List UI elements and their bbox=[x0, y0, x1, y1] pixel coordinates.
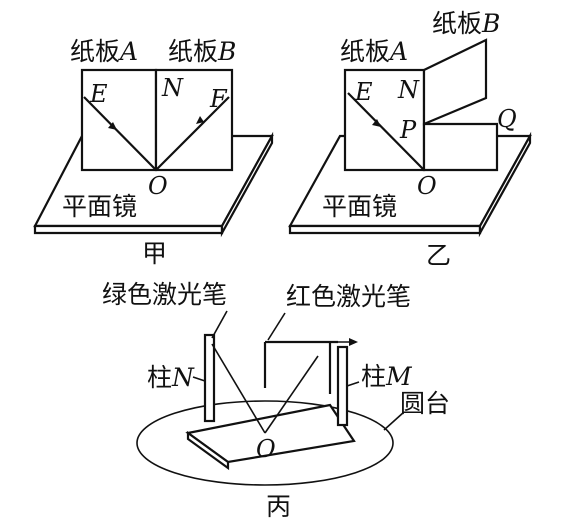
board-b-label-yi: 纸板B bbox=[432, 9, 500, 38]
label-n-jia: N bbox=[161, 74, 184, 102]
board-b-upper-yi bbox=[422, 38, 488, 126]
mirror-edge-yi bbox=[288, 224, 482, 235]
board-a-label-yi: 纸板A bbox=[340, 37, 408, 66]
red-laser-arrow bbox=[349, 338, 358, 346]
caption-jia: 甲 bbox=[142, 239, 167, 268]
label-o-jia: O bbox=[148, 172, 168, 200]
reflected-arrow-jia bbox=[196, 116, 204, 124]
label-p-yi: P bbox=[399, 116, 417, 144]
mirror-side-yi bbox=[478, 131, 532, 238]
label-f-jia: F bbox=[209, 85, 228, 113]
mirror-bing-edge bbox=[186, 430, 230, 471]
platform-label: 圆台 bbox=[400, 389, 450, 418]
label-e-yi: E bbox=[354, 78, 373, 106]
round-platform bbox=[136, 400, 394, 486]
incident-arrow-yi bbox=[372, 119, 381, 127]
mirror-label-yi: 平面镜 bbox=[322, 192, 397, 221]
board-b-jia bbox=[154, 68, 234, 172]
mirror-side-jia bbox=[220, 131, 274, 238]
setup-yi: 纸板B 纸板A E N P Q O 平面镜 乙 bbox=[288, 9, 532, 270]
caption-bing: 丙 bbox=[266, 492, 291, 521]
setup-bing: 绿色激光笔 红色激光笔 柱N 柱M 圆台 O 丙 bbox=[102, 280, 450, 521]
board-b-lower-yi bbox=[422, 122, 499, 172]
mirror-edge-jia bbox=[33, 224, 224, 235]
leader-green-laser bbox=[211, 310, 228, 339]
green-incident-ray bbox=[211, 343, 266, 434]
pillar-n bbox=[203, 333, 216, 423]
pillar-m-label: 柱M bbox=[361, 362, 413, 391]
leader-platform bbox=[383, 411, 405, 431]
incident-arrow-jia bbox=[108, 122, 117, 130]
reflected-ray-of-jia bbox=[155, 96, 230, 171]
board-a-label-jia: 纸板A bbox=[70, 37, 138, 66]
pillar-m bbox=[336, 345, 349, 427]
setup-jia: 纸板A 纸板B E N F O 平面镜 甲 bbox=[33, 37, 274, 268]
label-o-bing: O bbox=[256, 435, 276, 463]
incident-ray-eo-yi bbox=[347, 92, 425, 171]
leader-red-laser bbox=[267, 312, 286, 341]
board-a-jia bbox=[80, 68, 158, 172]
green-laser-label: 绿色激光笔 bbox=[102, 280, 227, 309]
label-n-yi: N bbox=[397, 76, 420, 104]
mirror-label-jia: 平面镜 bbox=[62, 192, 137, 221]
label-q-yi: Q bbox=[497, 105, 517, 133]
board-b-label-jia: 纸板B bbox=[168, 37, 236, 66]
caption-yi: 乙 bbox=[426, 241, 451, 270]
incident-ray-eo-jia bbox=[83, 96, 157, 171]
label-e-jia: E bbox=[89, 80, 108, 108]
reflected-ray-bing bbox=[264, 355, 319, 434]
leader-pillar-n bbox=[192, 376, 206, 382]
leader-pillar-m bbox=[346, 381, 360, 387]
red-laser-label: 红色激光笔 bbox=[286, 282, 411, 311]
pillar-n-label: 柱N bbox=[147, 363, 195, 392]
label-o-yi: O bbox=[417, 172, 437, 200]
